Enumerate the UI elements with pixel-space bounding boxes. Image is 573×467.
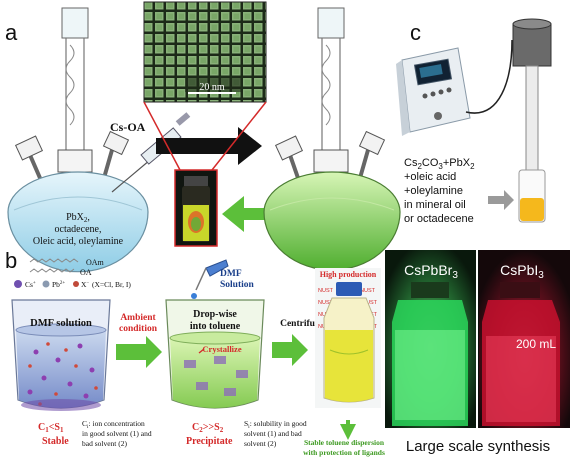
sample-cspbi3-label: CsPbI3 [500,262,544,281]
red-bottle [482,282,560,426]
c1s1-state: Stable [42,436,69,447]
c1s1-relation: C1<S1 [38,422,64,434]
legend-oa: OA [80,268,92,277]
reaction-vial [518,169,546,223]
heating-rod [512,18,552,179]
controller-knob [434,112,442,120]
c1s1-annotation: C1<S1 Stable [38,422,69,447]
legend-x-note: (X=Cl, Br, I) [92,280,131,289]
zoom-line-left [143,101,181,171]
recipe-line5: or octadecene [404,213,474,225]
legend-oam: OAm [86,258,105,267]
x-ion-icon [73,281,79,287]
flask-content-line2: octadecene, [55,224,102,235]
legend-pb: Pb2+ [52,280,65,289]
injector-label: Cs-OA [110,120,146,134]
ambient-arrow [116,336,162,368]
volume-label: 200 mL [516,337,556,351]
arrow1-label-line1: Ambient [120,313,156,323]
si-note-line2: solvent (1) and bad [244,429,302,438]
panel-b: b OAm OA Cs+ Pb2+ X− (X=Cl, Br, I) [5,248,385,457]
right-reaction-flask [263,7,401,271]
svg-text:NUST: NUST [318,288,334,294]
legend-x: X− [81,280,89,289]
beaker-toluene-label-line2: into toluene [190,321,241,332]
panel-c-caption: Large scale synthesis [406,438,550,455]
beaker-toluene-label-line1: Drop-wise [193,309,237,320]
cooling-arrow [222,196,284,232]
controller-cable [465,39,513,114]
legend-cs: Cs+ [25,280,36,289]
panel-c-letter: c [410,20,421,45]
condenser-top [61,7,89,39]
beaker-dmf: DMF solution [11,299,111,411]
sample-cspbbr3-label: CsPbBr3 [404,262,458,281]
result-note-line2: with protection of ligands [303,448,385,457]
crystallize-label: Crystallize [202,344,241,354]
recipe-line1: Cs2CO3+PbX2 [404,157,475,171]
oam-chain-icon [29,258,79,263]
tem-image: 20 nm [143,1,267,103]
arrow1-label-line2: condition [119,324,158,334]
ci-note-line1: Ci: ion concentration [82,419,145,430]
result-note-line1: Stable toluene dispersion [304,438,385,447]
recipe-line4: in mineral oil [404,199,466,211]
centrifuge-arrow [272,334,308,366]
c2s2-state: Precipitate [186,436,233,447]
si-note: Si: solubility in good solvent (1) and b… [244,419,307,448]
zoom-line-right [211,101,267,171]
dmf-dropper: DMF Solution [191,259,255,299]
arrow2-label: Centrifuge [280,319,324,329]
large-scale-photo: CsPbBr3 CsPbI3 200 mL [385,250,570,428]
green-bottle [392,282,468,426]
vial-photo [174,169,218,247]
si-note-line1: Si: solubility in good [244,419,307,430]
ci-note-line3: bad solvent (2) [82,439,127,448]
panel-a: a PbX2, octadecene, Oleic acid, oleylami… [5,1,401,273]
c2s2-annotation: C2>>S2 Precipitate [186,422,233,447]
recipe-line2: +oleic acid [404,171,456,183]
recipe-line3: +oleylamine [404,185,463,197]
scale-bar-label: 20 nm [199,82,225,93]
result-note: Stable toluene dispersion with protectio… [303,438,385,457]
oa-chain-icon [29,268,75,273]
panel-b-legend: OAm OA Cs+ Pb2+ X− (X=Cl, Br, I) [14,258,131,289]
ci-note: Ci: ion concentration in good solvent (1… [82,419,152,448]
beaker-dmf-label: DMF solution [30,318,92,329]
panel-c: c Cs2CO3+PbX2 +oleic acid [385,18,570,455]
cs-ion-icon [14,280,22,288]
left-reaction-flask: PbX2, octadecene, Oleic acid, oleylamine [7,7,149,273]
svg-text:NUST: NUST [318,300,334,306]
temperature-controller [396,47,471,136]
ci-note-line2: in good solvent (1) and [82,429,152,438]
flask-content-line1: PbX2, [66,212,90,224]
panel-a-letter: a [5,20,18,45]
dmf-solution-label-line2: Solution [220,280,255,290]
reaction-arrow [156,127,262,165]
c2s2-relation: C2>>S2 [192,422,224,434]
panel-b-letter: b [5,248,17,273]
svg-text:NUST: NUST [362,300,378,306]
beaker-toluene: Drop-wise into toluene Crystallize [165,299,265,409]
svg-text:NUST: NUST [360,288,376,294]
recipe-arrow [488,190,514,210]
flask-content-line3: Oleic acid, oleylamine [33,236,124,247]
dmf-solution-label-line1: DMF [220,269,242,279]
recipe-text: Cs2CO3+PbX2 +oleic acid +oleylamine in m… [404,157,475,225]
si-note-line3: solvent (2) [244,439,277,448]
bottle-header-label: High production [320,270,377,279]
bottle-cap [336,282,362,296]
pb-ion-icon [42,280,50,288]
